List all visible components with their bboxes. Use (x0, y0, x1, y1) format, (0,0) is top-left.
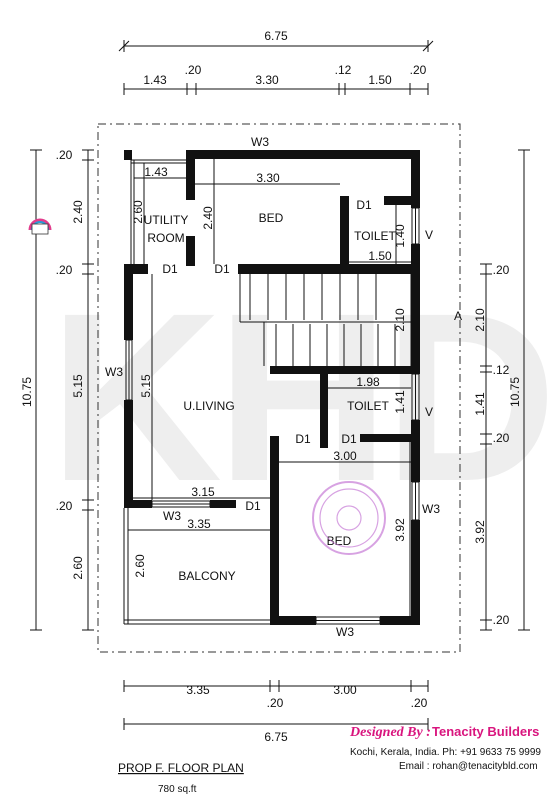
approval-stamp (312, 481, 386, 555)
credit-email: Email : rohan@tenacitybld.com (399, 761, 538, 772)
credit-address: Kochi, Kerala, India. Ph: +91 9633 75 99… (350, 747, 541, 758)
door-label-balcony: D1 (245, 499, 261, 513)
toilet-top-label: TOILET (354, 229, 396, 243)
window-label-bottom: W3 (336, 625, 354, 639)
toilet-mid-label: TOILET (347, 399, 389, 413)
door-label-toilet-mid: D1 (341, 432, 357, 446)
top-dim-6: .20 (410, 63, 427, 77)
right-dimensions: 10.75 .20 2.10 1.41 .12 .20 3.92 .20 (473, 149, 530, 631)
window-label-right: W3 (422, 502, 440, 516)
windows (125, 150, 420, 625)
thin-rails (123, 159, 270, 625)
top-dim-4: .12 (335, 63, 352, 77)
left-dim-4: 5.15 (71, 374, 85, 398)
bed-top-width-dim: 3.30 (256, 171, 280, 185)
plan-title: PROP F. FLOOR PLAN (118, 761, 244, 775)
ventilator-label-top: V (425, 228, 433, 242)
toilet-top-height-dim: 1.40 (393, 224, 407, 248)
utility-width-dim: 1.43 (144, 165, 168, 179)
plan-area: 780 sq.ft (158, 784, 197, 795)
bed-bottom-label: BED (327, 534, 352, 548)
window-label-top: W3 (251, 135, 269, 149)
bottom-dim-2: .20 (267, 696, 284, 710)
credit-company: Tenacity Builders (432, 724, 539, 739)
right-dim-1: .20 (493, 263, 510, 277)
right-dim-5: .20 (493, 431, 510, 445)
balcony-label: BALCONY (178, 569, 235, 583)
bed-top-label: BED (259, 211, 284, 225)
plot-boundary (97, 123, 461, 653)
bed-bottom-width-dim: 3.00 (333, 449, 357, 463)
top-dim-5: 1.50 (368, 73, 392, 87)
staircase (249, 274, 396, 366)
window-label-left: W3 (105, 365, 123, 379)
right-dim-4: .12 (493, 363, 510, 377)
balcony-width-dim: 3.35 (187, 517, 211, 531)
living-width-dim: 3.15 (191, 485, 215, 499)
balcony-height-dim: 2.60 (133, 554, 147, 578)
left-dim-1: .20 (56, 148, 73, 162)
top-dimensions: 6.75 1.43 .20 3.30 .12 1.50 .20 (118, 29, 434, 95)
bottom-overall-dim: 6.75 (264, 730, 288, 744)
door-label-utility: D1 (162, 262, 178, 276)
toilet-mid-width-dim: 1.98 (356, 375, 380, 389)
bed-bottom-height-dim: 3.92 (393, 518, 407, 542)
right-dim-2: 2.10 (473, 308, 487, 332)
utility-height-dim: 2.60 (131, 200, 145, 224)
door-label-toilet-top: D1 (356, 198, 372, 212)
stair-height-dim: 2.10 (393, 308, 407, 332)
khd-logo (28, 218, 52, 235)
top-dim-2: .20 (185, 63, 202, 77)
top-overall-dim: 6.75 (264, 29, 288, 43)
door-label-living-bed: D1 (295, 432, 311, 446)
stair-section-mark: A (454, 309, 462, 323)
right-dim-6: 3.92 (473, 520, 487, 544)
door-label-bed-top: D1 (214, 262, 230, 276)
inner-dimensions: 1.43 2.60 3.30 2.40 1.40 1.50 2.10 1.98 … (128, 159, 411, 616)
credit-designed-by: Designed By : (349, 725, 431, 740)
toilet-top-width-dim: 1.50 (368, 249, 392, 263)
walls (124, 150, 420, 625)
utility-room-label-2: ROOM (147, 231, 184, 245)
left-dim-3: .20 (56, 263, 73, 277)
bottom-dim-4: .20 (411, 696, 428, 710)
watermark-text: KHD (49, 263, 551, 531)
living-height-dim: 5.15 (139, 374, 153, 398)
toilet-mid-height-dim: 1.41 (393, 390, 407, 414)
top-dim-3: 3.30 (255, 73, 279, 87)
top-dim-1: 1.43 (143, 73, 167, 87)
right-dim-7: .20 (493, 613, 510, 627)
opening-labels: W3 W3 W3 W3 W3 D1 D1 D1 D1 D1 D1 V V (105, 135, 440, 639)
living-label: U.LIVING (183, 399, 234, 413)
bottom-dimensions: 3.35 .20 3.00 .20 6.75 (123, 680, 429, 744)
right-dim-3: 1.41 (473, 392, 487, 416)
bottom-dim-1: 3.35 (186, 683, 210, 697)
left-dimensions: 10.75 .20 2.40 .20 5.15 .20 2.60 (20, 148, 94, 631)
right-overall-dim: 10.75 (508, 377, 522, 407)
left-dim-5: .20 (56, 499, 73, 513)
room-labels: UTILITY ROOM BED TOILET U.LIVING TOILET … (144, 211, 462, 583)
left-dim-2: 2.40 (71, 200, 85, 224)
window-label-living: W3 (163, 509, 181, 523)
bottom-dim-3: 3.00 (333, 683, 357, 697)
utility-room-label-1: UTILITY (144, 213, 189, 227)
ventilator-label-mid: V (425, 405, 433, 419)
left-dim-6: 2.60 (71, 556, 85, 580)
bed-top-height-dim: 2.40 (201, 206, 215, 230)
left-overall-dim: 10.75 (20, 377, 34, 407)
